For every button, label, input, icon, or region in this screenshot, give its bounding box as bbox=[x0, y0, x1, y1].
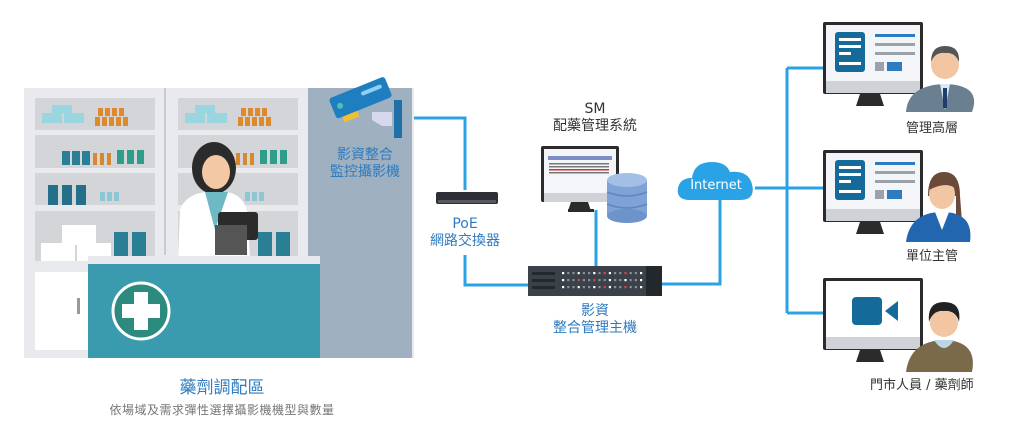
server-led bbox=[640, 272, 643, 275]
line-camera-switch bbox=[403, 116, 467, 190]
line-nvr-internet bbox=[662, 200, 722, 286]
server-led bbox=[624, 272, 627, 275]
server-led bbox=[619, 272, 622, 275]
server-led bbox=[629, 279, 632, 282]
server-led bbox=[567, 272, 570, 275]
monitor-database-icon bbox=[541, 146, 648, 223]
server-led bbox=[614, 279, 617, 282]
pharmacist-figure bbox=[178, 142, 258, 260]
server-led bbox=[598, 286, 601, 289]
shelf-left bbox=[35, 98, 155, 350]
server-led bbox=[603, 279, 606, 282]
server-led bbox=[588, 286, 591, 289]
viewer-label-manager: 單位主管 bbox=[906, 249, 959, 264]
server-led bbox=[634, 279, 637, 282]
pharmacy-subtitle: 依場域及需求彈性選擇攝影機機型與數量 bbox=[109, 403, 335, 417]
line-switch-nvr bbox=[463, 255, 528, 287]
server-led bbox=[603, 272, 606, 275]
server-led bbox=[582, 286, 585, 289]
server-led bbox=[567, 286, 570, 289]
server-host-icon bbox=[528, 266, 662, 296]
server-led bbox=[593, 279, 596, 282]
staff-video-monitor-icon bbox=[823, 278, 973, 372]
internet-label: Internet bbox=[690, 178, 742, 193]
viewer-label-staff: 門市人員 / 藥劑師 bbox=[870, 378, 974, 393]
cctv-camera-icon bbox=[329, 77, 402, 138]
server-led bbox=[572, 286, 575, 289]
server-led bbox=[619, 286, 622, 289]
server-led bbox=[608, 286, 611, 289]
server-led bbox=[629, 286, 632, 289]
server-led bbox=[593, 286, 596, 289]
server-led bbox=[572, 272, 575, 275]
cloud-icon bbox=[677, 162, 753, 200]
counter-top bbox=[88, 256, 320, 266]
nvr-label: 影資 整合管理主機 bbox=[553, 303, 637, 336]
medical-cross-icon bbox=[111, 281, 171, 341]
server-led bbox=[640, 286, 643, 289]
server-led bbox=[634, 272, 637, 275]
pharmacy-scene bbox=[24, 88, 414, 358]
server-led bbox=[593, 272, 596, 275]
server-led bbox=[624, 286, 627, 289]
server-led bbox=[577, 272, 580, 275]
camera-label: 影資整合 監控攝影機 bbox=[330, 147, 400, 180]
server-led bbox=[588, 279, 591, 282]
server-led bbox=[577, 286, 580, 289]
server-led bbox=[588, 272, 591, 275]
pharmacy-title: 藥劑調配區 bbox=[179, 378, 265, 398]
server-led bbox=[567, 279, 570, 282]
server-led bbox=[598, 272, 601, 275]
sm-system-label: SM 配藥管理系統 bbox=[553, 101, 637, 134]
server-led bbox=[624, 279, 627, 282]
server-led bbox=[562, 279, 565, 282]
manager-monitor-icon bbox=[823, 150, 971, 242]
connection-lines bbox=[403, 66, 825, 315]
viewer-label-executive: 管理高層 bbox=[906, 121, 959, 136]
server-led bbox=[629, 272, 632, 275]
server-led bbox=[572, 279, 575, 282]
cabinet bbox=[35, 272, 91, 350]
server-led bbox=[562, 272, 565, 275]
server-led bbox=[582, 279, 585, 282]
switch-label: PoE 網路交換器 bbox=[430, 216, 500, 249]
server-led bbox=[640, 279, 643, 282]
server-led bbox=[603, 286, 606, 289]
server-led bbox=[614, 286, 617, 289]
server-led bbox=[598, 279, 601, 282]
network-switch-icon bbox=[436, 192, 498, 204]
server-led bbox=[619, 279, 622, 282]
executive-monitor-icon bbox=[823, 22, 975, 112]
server-led bbox=[577, 279, 580, 282]
server-led bbox=[614, 272, 617, 275]
server-led bbox=[634, 286, 637, 289]
server-led bbox=[608, 279, 611, 282]
server-led bbox=[562, 286, 565, 289]
server-led bbox=[608, 272, 611, 275]
server-led bbox=[582, 272, 585, 275]
